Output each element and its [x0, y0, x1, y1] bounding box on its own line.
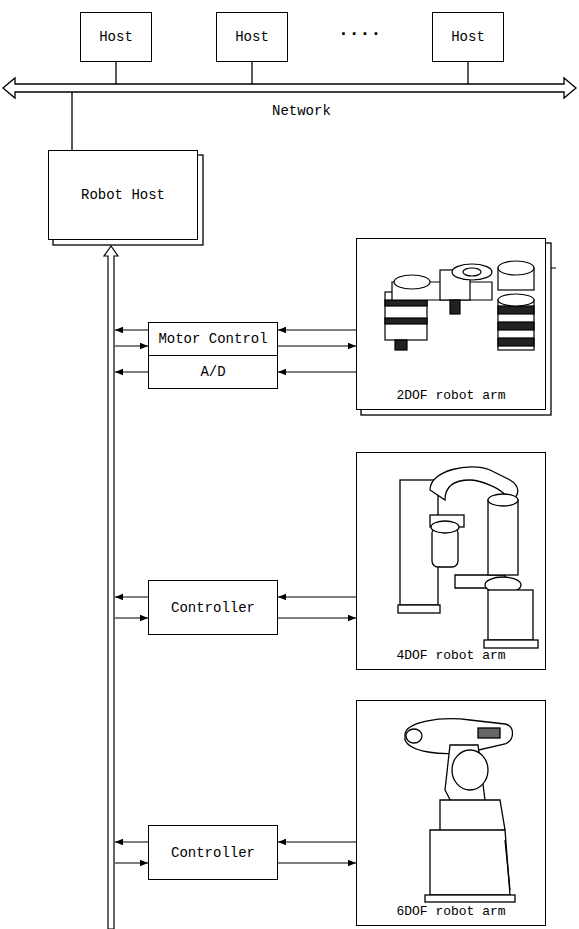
node-text: 6DOF robot arm: [396, 904, 505, 919]
node-text: 4DOF robot arm: [396, 648, 505, 663]
node-text: A/D: [200, 364, 225, 380]
signal-arrow: [278, 841, 356, 842]
4dof-arm-figure: [398, 467, 538, 648]
robot-bus: [104, 246, 118, 929]
robot-arm-box: 6DOF robot arm: [356, 700, 546, 926]
host-box: Host: [80, 12, 152, 62]
signal-arrow: [278, 617, 356, 618]
signal-arrow: [278, 862, 356, 863]
host-box: Host: [216, 12, 288, 62]
ellipsis-mark: ....: [338, 20, 381, 40]
node-text: 2DOF robot arm: [396, 388, 505, 403]
ad-box: A/D: [148, 355, 278, 389]
host-link: [467, 62, 468, 84]
6dof-arm-figure: [405, 719, 515, 902]
node-text: Motor Control: [158, 331, 267, 347]
node-text: Robot Host: [81, 187, 165, 203]
2dof-arm-figure: [385, 261, 534, 350]
signal-arrow: [278, 345, 356, 346]
robot-arm-box: 4DOF robot arm: [356, 452, 546, 670]
host-link: [115, 62, 116, 84]
host-box: Host: [432, 12, 504, 62]
robot-host-link: [71, 92, 72, 150]
box-ground: [356, 238, 546, 410]
node-text: Host: [99, 29, 133, 45]
signal-arrow: [278, 371, 356, 372]
bus-label: Network: [272, 103, 331, 119]
host-link: [251, 62, 252, 84]
signal-arrow: [278, 329, 356, 330]
node-text: Controller: [171, 845, 255, 861]
box-ground: [48, 150, 198, 240]
motor-control-box: Motor Control: [148, 322, 278, 356]
bus-arrows: [115, 330, 148, 863]
controller-box: Controller: [148, 580, 278, 635]
controller-box: Controller: [148, 825, 278, 880]
node-text: Controller: [171, 600, 255, 616]
tick-mark: [551, 268, 556, 269]
robot-arm-box: 2DOF robot arm: [356, 238, 546, 410]
node-text: Host: [235, 29, 269, 45]
signal-arrow: [278, 596, 356, 597]
node-text: Host: [451, 29, 485, 45]
network-bus: [3, 78, 576, 98]
robot-host-box: Robot Host: [48, 150, 198, 240]
